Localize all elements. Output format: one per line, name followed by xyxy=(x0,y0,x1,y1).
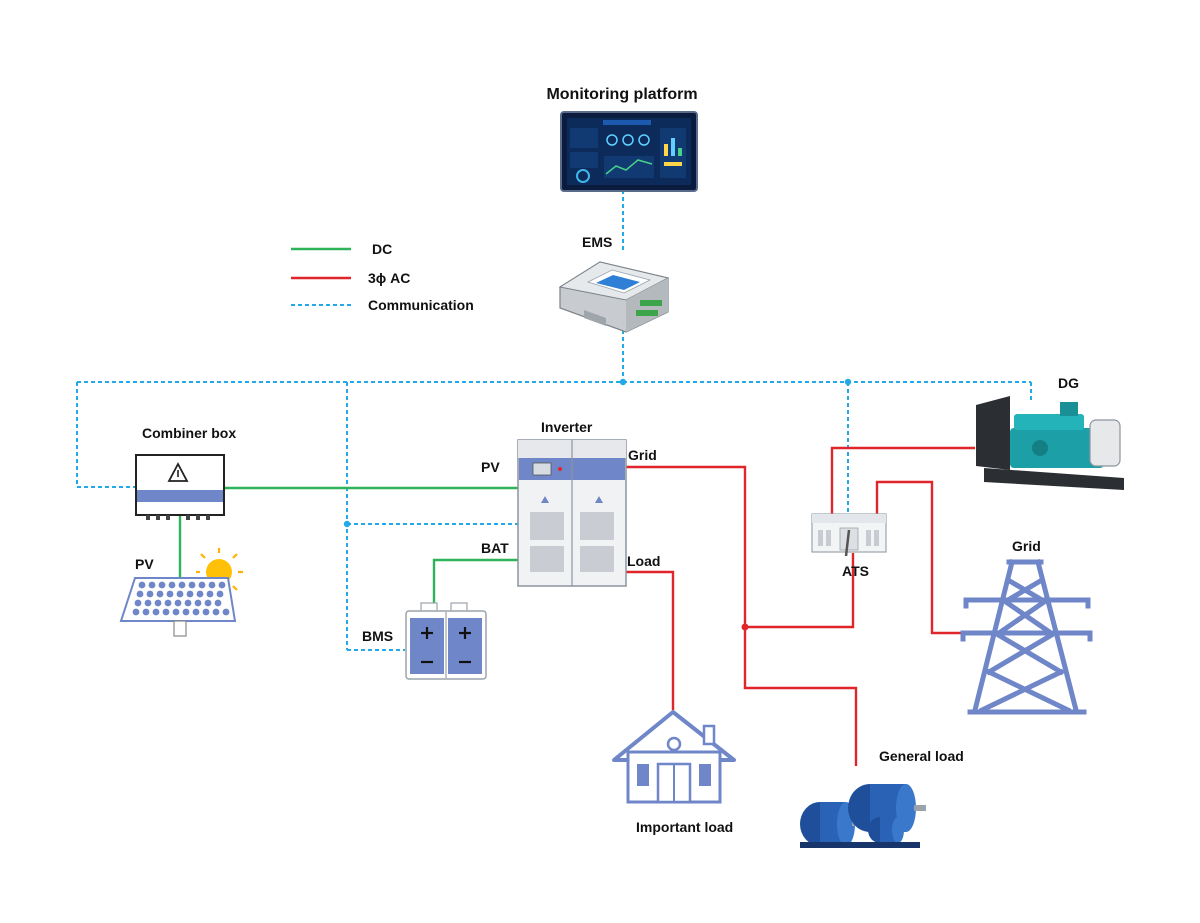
important-load-label: Important load xyxy=(636,819,733,835)
comm-combiner xyxy=(76,382,136,488)
pv-panel xyxy=(119,548,243,637)
ats xyxy=(811,513,887,557)
inverter xyxy=(517,439,627,587)
ac-junction xyxy=(741,623,749,631)
motor-icon xyxy=(800,784,926,848)
monitoring-screen xyxy=(560,111,698,192)
comm-node xyxy=(844,378,852,386)
comm-node xyxy=(619,378,627,386)
ac-wiring xyxy=(626,446,975,766)
ems-device xyxy=(558,261,670,333)
legend-comm-label: Communication xyxy=(368,297,474,313)
ats-label: ATS xyxy=(842,563,869,579)
bms-label: BMS xyxy=(362,628,393,644)
ac-ats-grid xyxy=(875,480,968,635)
legend-ac-label: 3ϕ AC xyxy=(368,270,410,286)
inverter-pv-port-label: PV xyxy=(481,459,500,475)
dc-wiring xyxy=(178,486,518,606)
legend: DC 3ϕ AC Communication xyxy=(291,241,474,313)
pv-panel-label: PV xyxy=(135,556,154,572)
dc-battery-inverter xyxy=(432,558,518,606)
general-load-label: General load xyxy=(879,748,964,764)
transmission-tower xyxy=(960,558,1093,715)
warning-icon xyxy=(167,462,189,482)
comm-node xyxy=(343,520,351,528)
dg-label: DG xyxy=(1058,375,1079,391)
inverter-load-port-label: Load xyxy=(627,553,660,569)
inverter-label: Inverter xyxy=(541,419,593,435)
battery xyxy=(405,602,487,680)
diesel-generator xyxy=(976,396,1124,490)
ac-grid-port-general-load xyxy=(626,465,858,766)
house-icon xyxy=(612,710,736,804)
ac-ats-dg xyxy=(830,446,975,515)
legend-dc-label: DC xyxy=(372,241,392,257)
monitoring-platform-label: Monitoring platform xyxy=(546,86,697,103)
combiner-box xyxy=(135,454,225,520)
ems-label: EMS xyxy=(582,234,612,250)
ac-load-port-house xyxy=(626,570,675,710)
inverter-grid-port-label: Grid xyxy=(628,447,657,463)
combiner-label: Combiner box xyxy=(142,425,236,441)
grid-tower-label: Grid xyxy=(1012,538,1041,554)
inverter-bat-port-label: BAT xyxy=(481,540,509,556)
ac-bus-ats xyxy=(745,553,855,629)
